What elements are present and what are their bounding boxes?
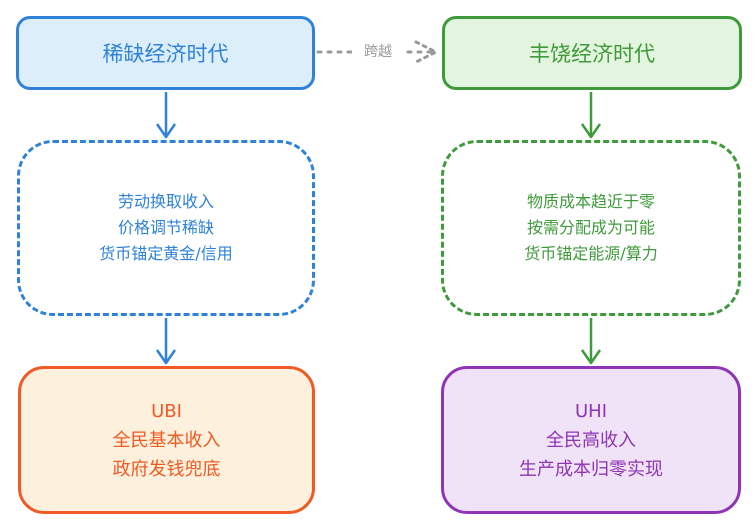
scarcity-details-node: 劳动换取收入 价格调节稀缺 货币锚定黄金/信用 [17,140,315,316]
ubi-node: UBI 全民基本收入 政府发钱兜底 [18,366,315,514]
abundance-era-title: 丰饶经济时代 [529,42,655,66]
ubi-line: 全民基本收入 [112,429,221,451]
uhi-line: 全民高收入 [546,429,636,451]
abundance-detail-line: 货币锚定能源/算力 [524,244,658,263]
scarcity-era-node: 稀缺经济时代 [16,16,315,90]
uhi-node: UHI 全民高收入 生产成本归零实现 [441,366,741,514]
arrowhead-scarcity-to-details [155,123,177,139]
abundance-era-node: 丰饶经济时代 [442,16,742,90]
transition-arrowhead [414,40,440,64]
arrowhead-scarcity-details-to-ubi [155,349,177,365]
scarcity-detail-line: 货币锚定黄金/信用 [99,244,233,263]
uhi-label: UHI [574,400,608,422]
ubi-line: 政府发钱兜底 [112,458,221,480]
abundance-detail-line: 按需分配成为可能 [526,218,655,237]
abundance-detail-line: 物质成本趋近于零 [526,192,655,211]
scarcity-era-title: 稀缺经济时代 [102,42,229,66]
transition-label: 跨越 [352,41,404,63]
ubi-label: UBI [151,400,182,422]
scarcity-detail-line: 劳动换取收入 [117,192,214,211]
scarcity-detail-line: 价格调节稀缺 [117,218,214,237]
arrowhead-abundance-to-details [580,123,602,139]
uhi-line: 生产成本归零实现 [519,458,663,480]
abundance-details-node: 物质成本趋近于零 按需分配成为可能 货币锚定能源/算力 [441,140,741,316]
arrowhead-abundance-details-to-uhi [580,349,602,365]
